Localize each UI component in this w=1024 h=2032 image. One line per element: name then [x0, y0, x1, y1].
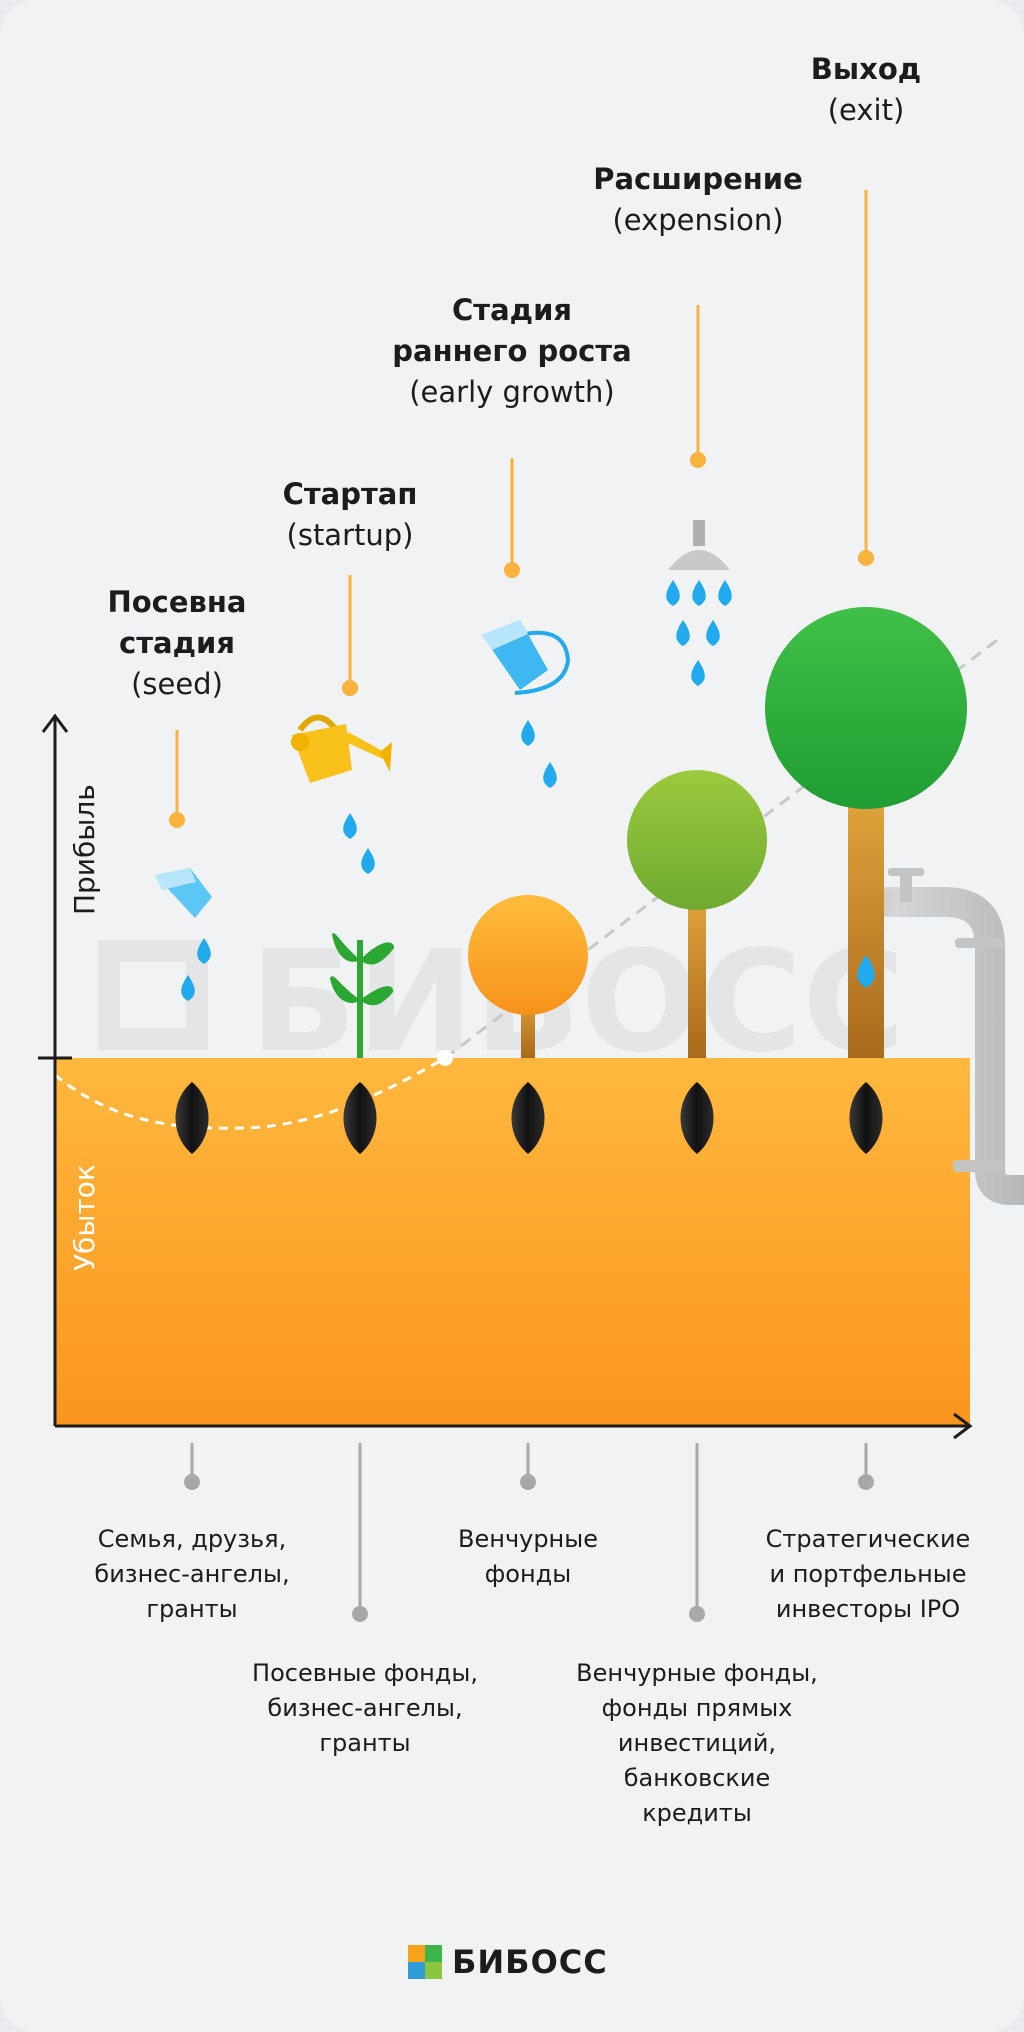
seeds [175, 1082, 883, 1154]
seed-icon [680, 1082, 714, 1154]
seed-icon [175, 1082, 209, 1154]
stage-label-early-growth: Стадия раннего роста (early growth) [382, 290, 642, 413]
breakeven-point [437, 1050, 453, 1066]
water-drop-icon [857, 955, 875, 988]
water-drops [666, 580, 732, 686]
stage-label-seed: Посевна стадия (seed) [77, 582, 277, 705]
seed-icon [343, 1082, 377, 1154]
stage-label-expansion: Расширение (expension) [563, 159, 833, 241]
stage-title: Выход [810, 52, 922, 86]
seed-icon [849, 1082, 883, 1154]
stage-subtitle: (startup) [286, 518, 414, 552]
logo-text: БИБОСС [452, 1943, 608, 1981]
y-axis-label-loss: Убыток [68, 1164, 101, 1271]
investor-label-exit: Стратегические и портфельные инвесторы I… [765, 1525, 971, 1623]
stage-title: Расширение [593, 162, 803, 196]
shower-head-icon [668, 520, 730, 570]
axes [38, 713, 973, 1440]
investor-label-seed: Семья, друзья, бизнес-ангелы, гранты [94, 1525, 290, 1623]
orange-tree-icon [468, 895, 588, 1058]
stage-label-exit: Выход (exit) [766, 49, 966, 131]
water-drops [343, 813, 375, 874]
stage-subtitle: (early growth) [409, 375, 615, 409]
water-drops [181, 938, 211, 1001]
loss-curve [54, 1056, 446, 1130]
watering-can-icon [291, 714, 392, 783]
investor-pointers [184, 1443, 874, 1622]
stage-title: Стартап [282, 477, 418, 511]
logo-icon [408, 1945, 442, 1979]
brand-logo: БИБОСС [408, 1942, 608, 1982]
stage-subtitle: (exit) [827, 93, 905, 127]
stage-title: Стадия раннего роста [392, 293, 632, 368]
big-tree-icon [765, 607, 967, 1058]
stage-subtitle: (expension) [612, 203, 784, 237]
bucket-icon [482, 620, 571, 695]
lime-tree-icon [627, 770, 767, 1058]
investor-label-early-growth: Венчурные фонды [458, 1525, 598, 1588]
sprout-icon [330, 933, 394, 1058]
small-bucket-icon [155, 868, 212, 918]
stage-subtitle: (seed) [131, 667, 223, 701]
water-drops [521, 720, 557, 788]
stage-label-startup: Стартап (startup) [245, 474, 455, 556]
y-axis-label-profit: Прибыль [68, 784, 101, 915]
stage-title: Посевна стадия [107, 585, 247, 660]
stage-pointers [169, 190, 874, 828]
investor-label-expansion: Венчурные фонды, фонды прямых инвестиций… [576, 1659, 818, 1827]
seed-icon [511, 1082, 545, 1154]
investor-label-startup: Посевные фонды, бизнес-ангелы, гранты [252, 1659, 478, 1757]
